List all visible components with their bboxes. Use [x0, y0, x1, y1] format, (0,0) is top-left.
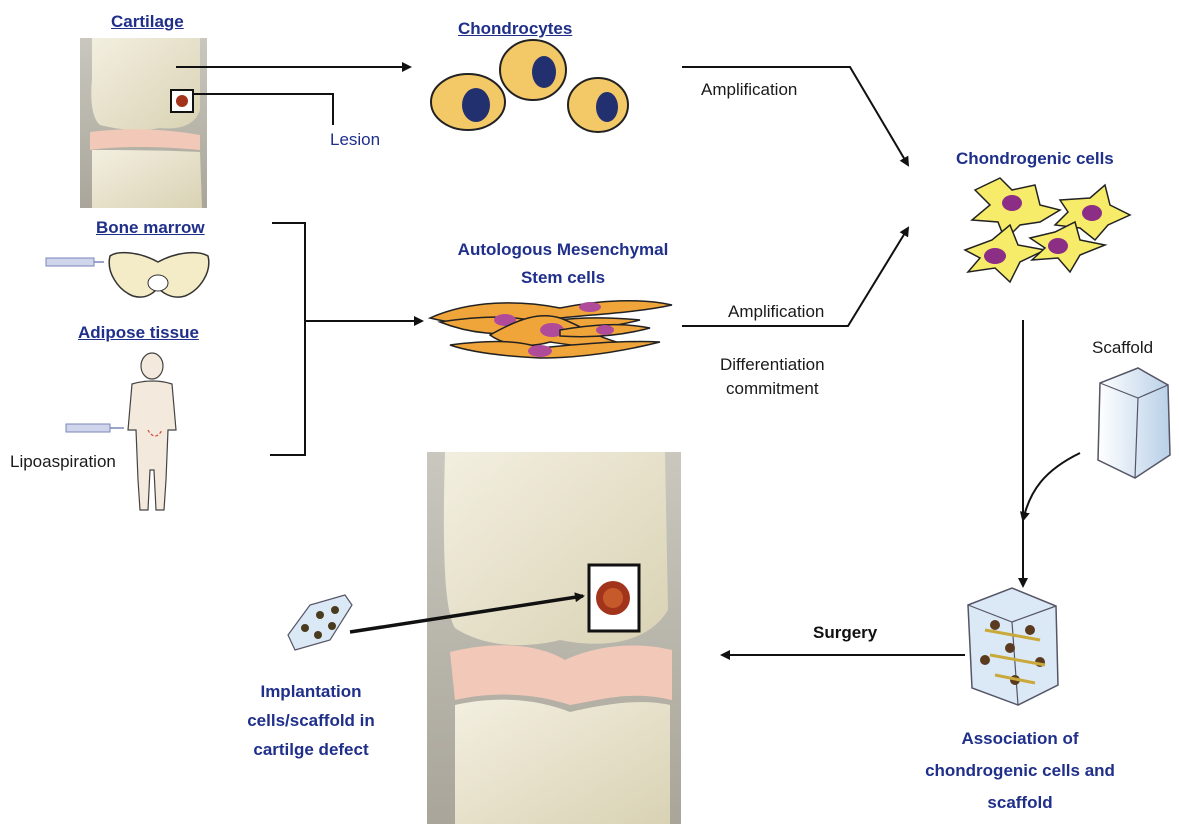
pelvis-icon [109, 253, 209, 297]
surgery-label: Surgery [813, 623, 877, 643]
lipoaspiration-label: Lipoaspiration [10, 452, 116, 472]
implantation-line1: Implantation [216, 677, 406, 706]
msc-heading: Autologous Mesenchymal Stem cells [428, 236, 698, 292]
msc-cells-cluster [430, 301, 672, 358]
amplification-top-label: Amplification [701, 80, 797, 100]
adipose-tissue-heading: Adipose tissue [78, 323, 199, 343]
scaffold-prism-icon [1098, 368, 1170, 478]
amplification-mid-label: Amplification [728, 302, 824, 322]
arrow-scaffold-to-association [1023, 453, 1080, 520]
source-bracket [270, 223, 305, 455]
chondrocyte-cell-3 [568, 78, 628, 132]
cartilage-heading: Cartilage [111, 12, 184, 32]
association-heading: Association of chondrogenic cells and sc… [905, 723, 1135, 819]
msc-heading-line1: Autologous Mesenchymal [428, 236, 698, 264]
syringe-icon [46, 258, 104, 266]
differentiation-label: Differentiation commitment [720, 353, 825, 401]
implantation-line3: cartilge defect [216, 735, 406, 764]
chondrocyte-cell-1 [431, 74, 505, 130]
chondrocytes-heading: Chondrocytes [458, 19, 572, 39]
scaffold-label: Scaffold [1092, 338, 1153, 358]
chondrogenic-cells-cluster [965, 178, 1130, 282]
msc-heading-line2: Stem cells [428, 264, 698, 292]
knee-photo-large [427, 452, 681, 824]
association-line2: chondrogenic cells and [905, 755, 1135, 787]
differentiation-line1: Differentiation [720, 353, 825, 377]
syringe-icon [66, 424, 124, 432]
lesion-pointer [193, 94, 333, 125]
chondrogenic-cells-heading: Chondrogenic cells [956, 149, 1114, 169]
knee-photo-icon [80, 38, 207, 208]
bone-marrow-heading: Bone marrow [96, 218, 205, 238]
implantation-heading: Implantation cells/scaffold in cartilge … [216, 677, 406, 764]
association-line3: scaffold [905, 787, 1135, 819]
lesion-label: Lesion [330, 130, 380, 150]
implant-scaffold-icon [288, 595, 352, 650]
seeded-scaffold-icon [968, 588, 1058, 705]
association-line1: Association of [905, 723, 1135, 755]
implantation-line2: cells/scaffold in [216, 706, 406, 735]
differentiation-line2: commitment [720, 377, 825, 401]
human-figure-icon [128, 353, 176, 510]
chondrocyte-cell-2 [500, 40, 566, 100]
